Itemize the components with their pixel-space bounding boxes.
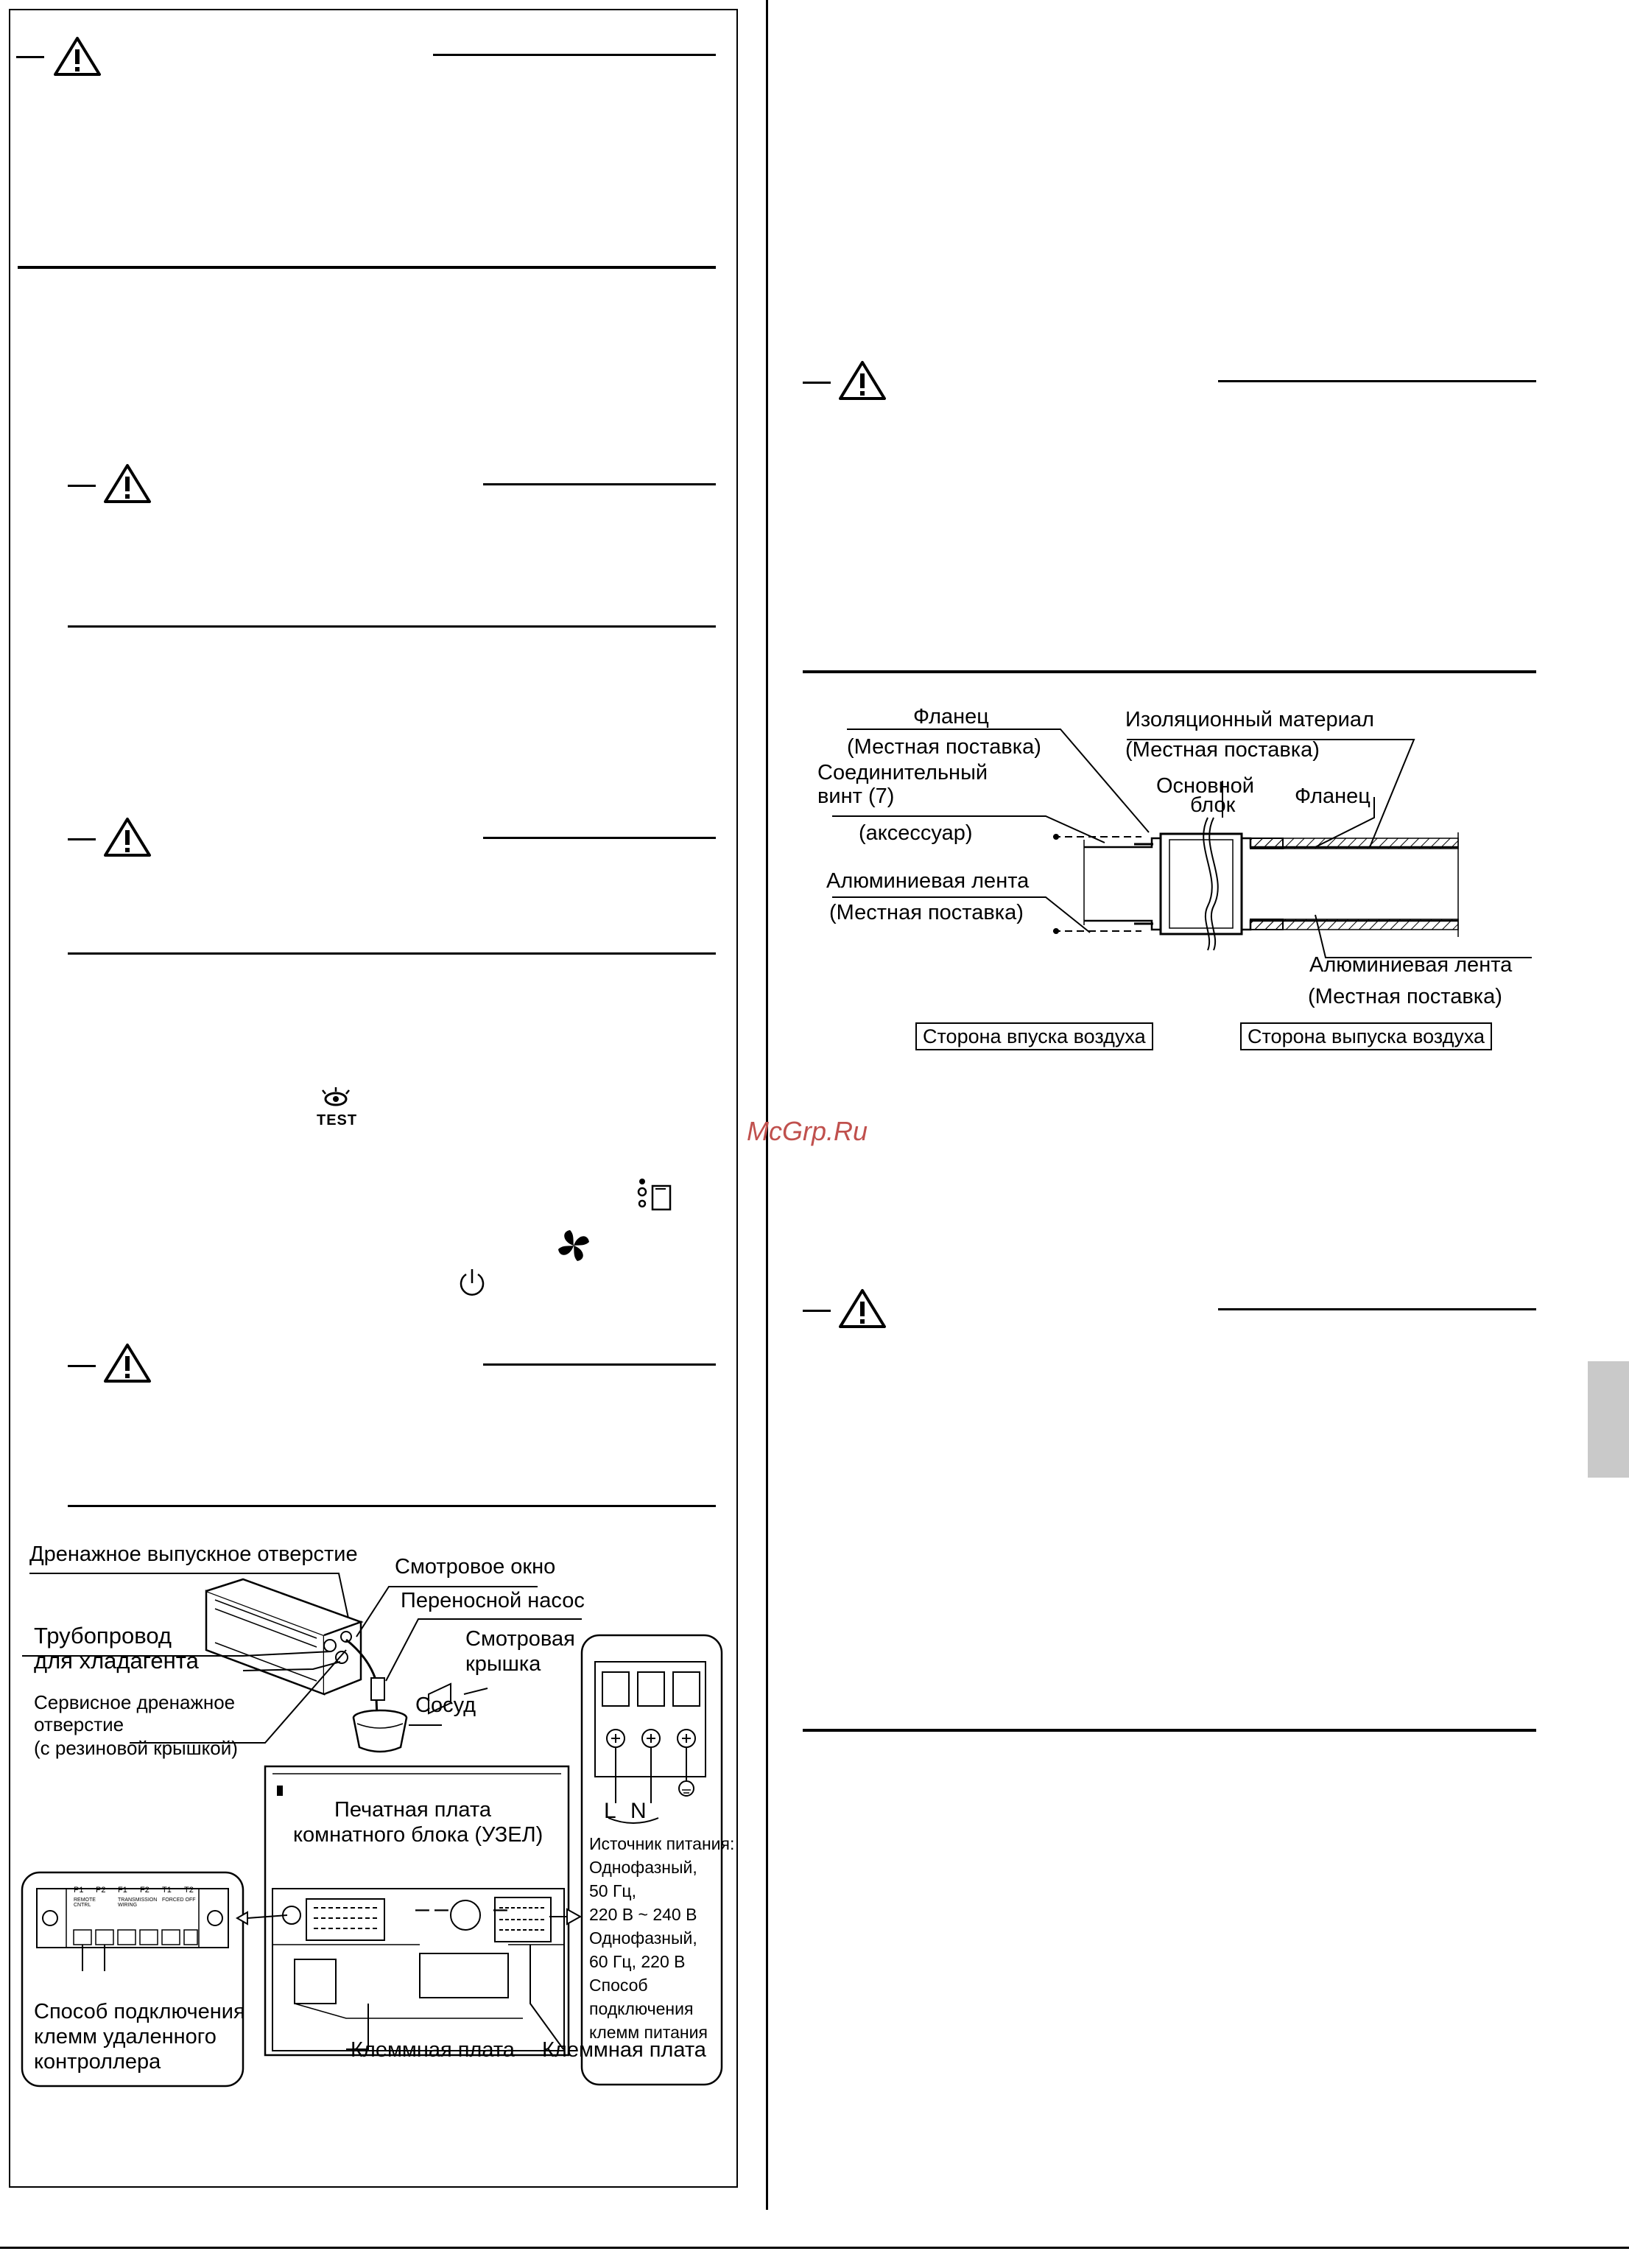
power-source-line: Способ <box>589 1976 648 1995</box>
terminal-board-label-2: Клеммная плата <box>542 2038 706 2062</box>
main-unit-label-1: Основной <box>1156 774 1254 798</box>
power-source-line: Однофазный, <box>589 1928 697 1948</box>
warning-dash <box>803 382 831 384</box>
mode-icon <box>637 1179 672 1211</box>
refrigerant-pipe-label-1: Трубопровод <box>34 1623 172 1649</box>
duct-connection-diagram <box>832 729 1532 958</box>
warning-dash <box>16 56 44 58</box>
terminal-N-label: N <box>630 1799 647 1823</box>
unit-wiring-diagram <box>21 1573 723 2088</box>
watermark: McGrp.Ru <box>747 1116 868 1146</box>
page-bottom-rule <box>0 2247 1629 2249</box>
warning-triangle-icon <box>54 37 101 76</box>
terminal-sublabel-forced: FORCED OFF <box>162 1897 196 1903</box>
service-drain-label-1: Сервисное дренажное <box>34 1691 236 1713</box>
remote-method-label-1: Способ подключения <box>34 2000 245 2023</box>
terminal-sublabel-transmission: TRANSMISSION WIRING <box>118 1897 158 1908</box>
terminal-F2: F2 <box>140 1886 149 1895</box>
warning-end-rule <box>68 952 716 955</box>
warning-triangle-icon <box>104 818 151 857</box>
power-source-line: 220 В ~ 240 В <box>589 1905 697 1924</box>
sight-window-label: Смотровое окно <box>395 1555 556 1579</box>
terminal-T2: T2 <box>184 1886 194 1895</box>
power-source-line: Источник питания: <box>589 1834 735 1853</box>
terminal-sublabel-remote: REMOTE CNTRL <box>74 1897 96 1908</box>
intake-side-label: Сторона впуска воздуха <box>915 1022 1153 1050</box>
fan-icon <box>558 1230 589 1261</box>
local-supply-label-2: (Местная поставка) <box>1125 738 1320 762</box>
refrigerant-pipe-label-2: для хладагента <box>34 1648 199 1674</box>
power-source-line: Однофазный, <box>589 1858 697 1877</box>
remote-method-label-2: клемм удаленного <box>34 2025 217 2048</box>
warning-end-rule <box>803 1729 1536 1732</box>
sight-cover-label-1: Смотровая <box>465 1627 575 1651</box>
power-source-line: 50 Гц, <box>589 1881 636 1900</box>
terminal-P2: P2 <box>96 1886 106 1895</box>
warning-dash <box>68 1365 96 1367</box>
warning-rule <box>1218 1308 1536 1310</box>
warning-triangle-icon <box>839 1289 886 1328</box>
warning-rule <box>483 483 716 485</box>
left-column-frame <box>9 9 738 2188</box>
warning-end-rule <box>803 670 1536 673</box>
power-icon <box>460 1269 485 1296</box>
pcb-dash-3: – <box>493 1895 507 1923</box>
drain-outlet-label: Дренажное выпускное отверстие <box>29 1542 358 1566</box>
main-unit-label-2: блок <box>1190 793 1236 817</box>
warning-end-rule <box>68 625 716 628</box>
warning-triangle-icon <box>839 361 886 400</box>
test-icon <box>322 1087 350 1106</box>
section-rule <box>18 266 716 269</box>
warning-rule <box>1218 380 1536 382</box>
warning-triangle-icon <box>104 1344 151 1383</box>
al-tape-left-label: Алюминиевая лента <box>826 869 1030 893</box>
local-supply-label-3: (Местная поставка) <box>829 901 1024 924</box>
warning-triangle-icon <box>104 464 151 503</box>
pcb-label-1: Печатная плата <box>334 1798 491 1822</box>
warning-dash <box>68 838 96 840</box>
remote-method-label-3: контроллера <box>34 2050 161 2074</box>
local-supply-label-1: (Местная поставка) <box>847 735 1041 759</box>
insulation-label: Изоляционный материал <box>1125 708 1374 731</box>
pcb-dash-2: – <box>434 1895 448 1923</box>
portable-pump-label: Переносной насос <box>401 1589 585 1612</box>
pcb-dash-1: – <box>415 1895 429 1923</box>
warning-rule <box>483 1363 716 1366</box>
al-tape-right-label: Алюминиевая лента <box>1309 953 1513 977</box>
section-tab <box>1588 1361 1629 1478</box>
power-source-line: клемм питания <box>589 2023 708 2042</box>
warning-rule <box>433 54 716 56</box>
local-supply-label-4: (Местная поставка) <box>1308 985 1502 1008</box>
terminal-board-label-1: Клеммная плата <box>351 2038 515 2062</box>
terminal-F1: F1 <box>118 1886 127 1895</box>
screw-label-1: Соединительный <box>817 761 988 784</box>
power-source-line: подключения <box>589 1999 694 2018</box>
screw-label-2: винт (7) <box>817 784 895 808</box>
power-source-notes: Источник питания: Однофазный, 50 Гц, 220… <box>589 1832 734 2044</box>
accessory-label: (аксессуар) <box>859 821 973 845</box>
service-drain-label-2: отверстие <box>34 1713 124 1735</box>
terminal-L-label: L <box>604 1799 616 1823</box>
column-divider <box>766 0 768 2210</box>
vessel-label: Сосуд <box>415 1693 476 1717</box>
terminal-P1: P1 <box>74 1886 84 1895</box>
flange-left-label: Фланец <box>913 705 989 729</box>
terminal-T1: T1 <box>162 1886 172 1895</box>
warning-dash <box>68 485 96 487</box>
sight-cover-label-2: крышка <box>465 1652 541 1676</box>
warning-dash <box>803 1310 831 1312</box>
power-source-line: 60 Гц, 220 В <box>589 1952 686 1971</box>
test-icon-label: TEST <box>317 1112 358 1128</box>
pcb-label-2: комнатного блока (УЗЕЛ) <box>293 1823 543 1847</box>
flange-right-label: Фланец <box>1295 784 1371 808</box>
outlet-side-label: Сторона выпуска воздуха <box>1240 1022 1493 1050</box>
service-drain-label-3: (с резиновой крышкой) <box>34 1737 238 1759</box>
warning-end-rule <box>68 1505 716 1507</box>
warning-rule <box>483 837 716 839</box>
